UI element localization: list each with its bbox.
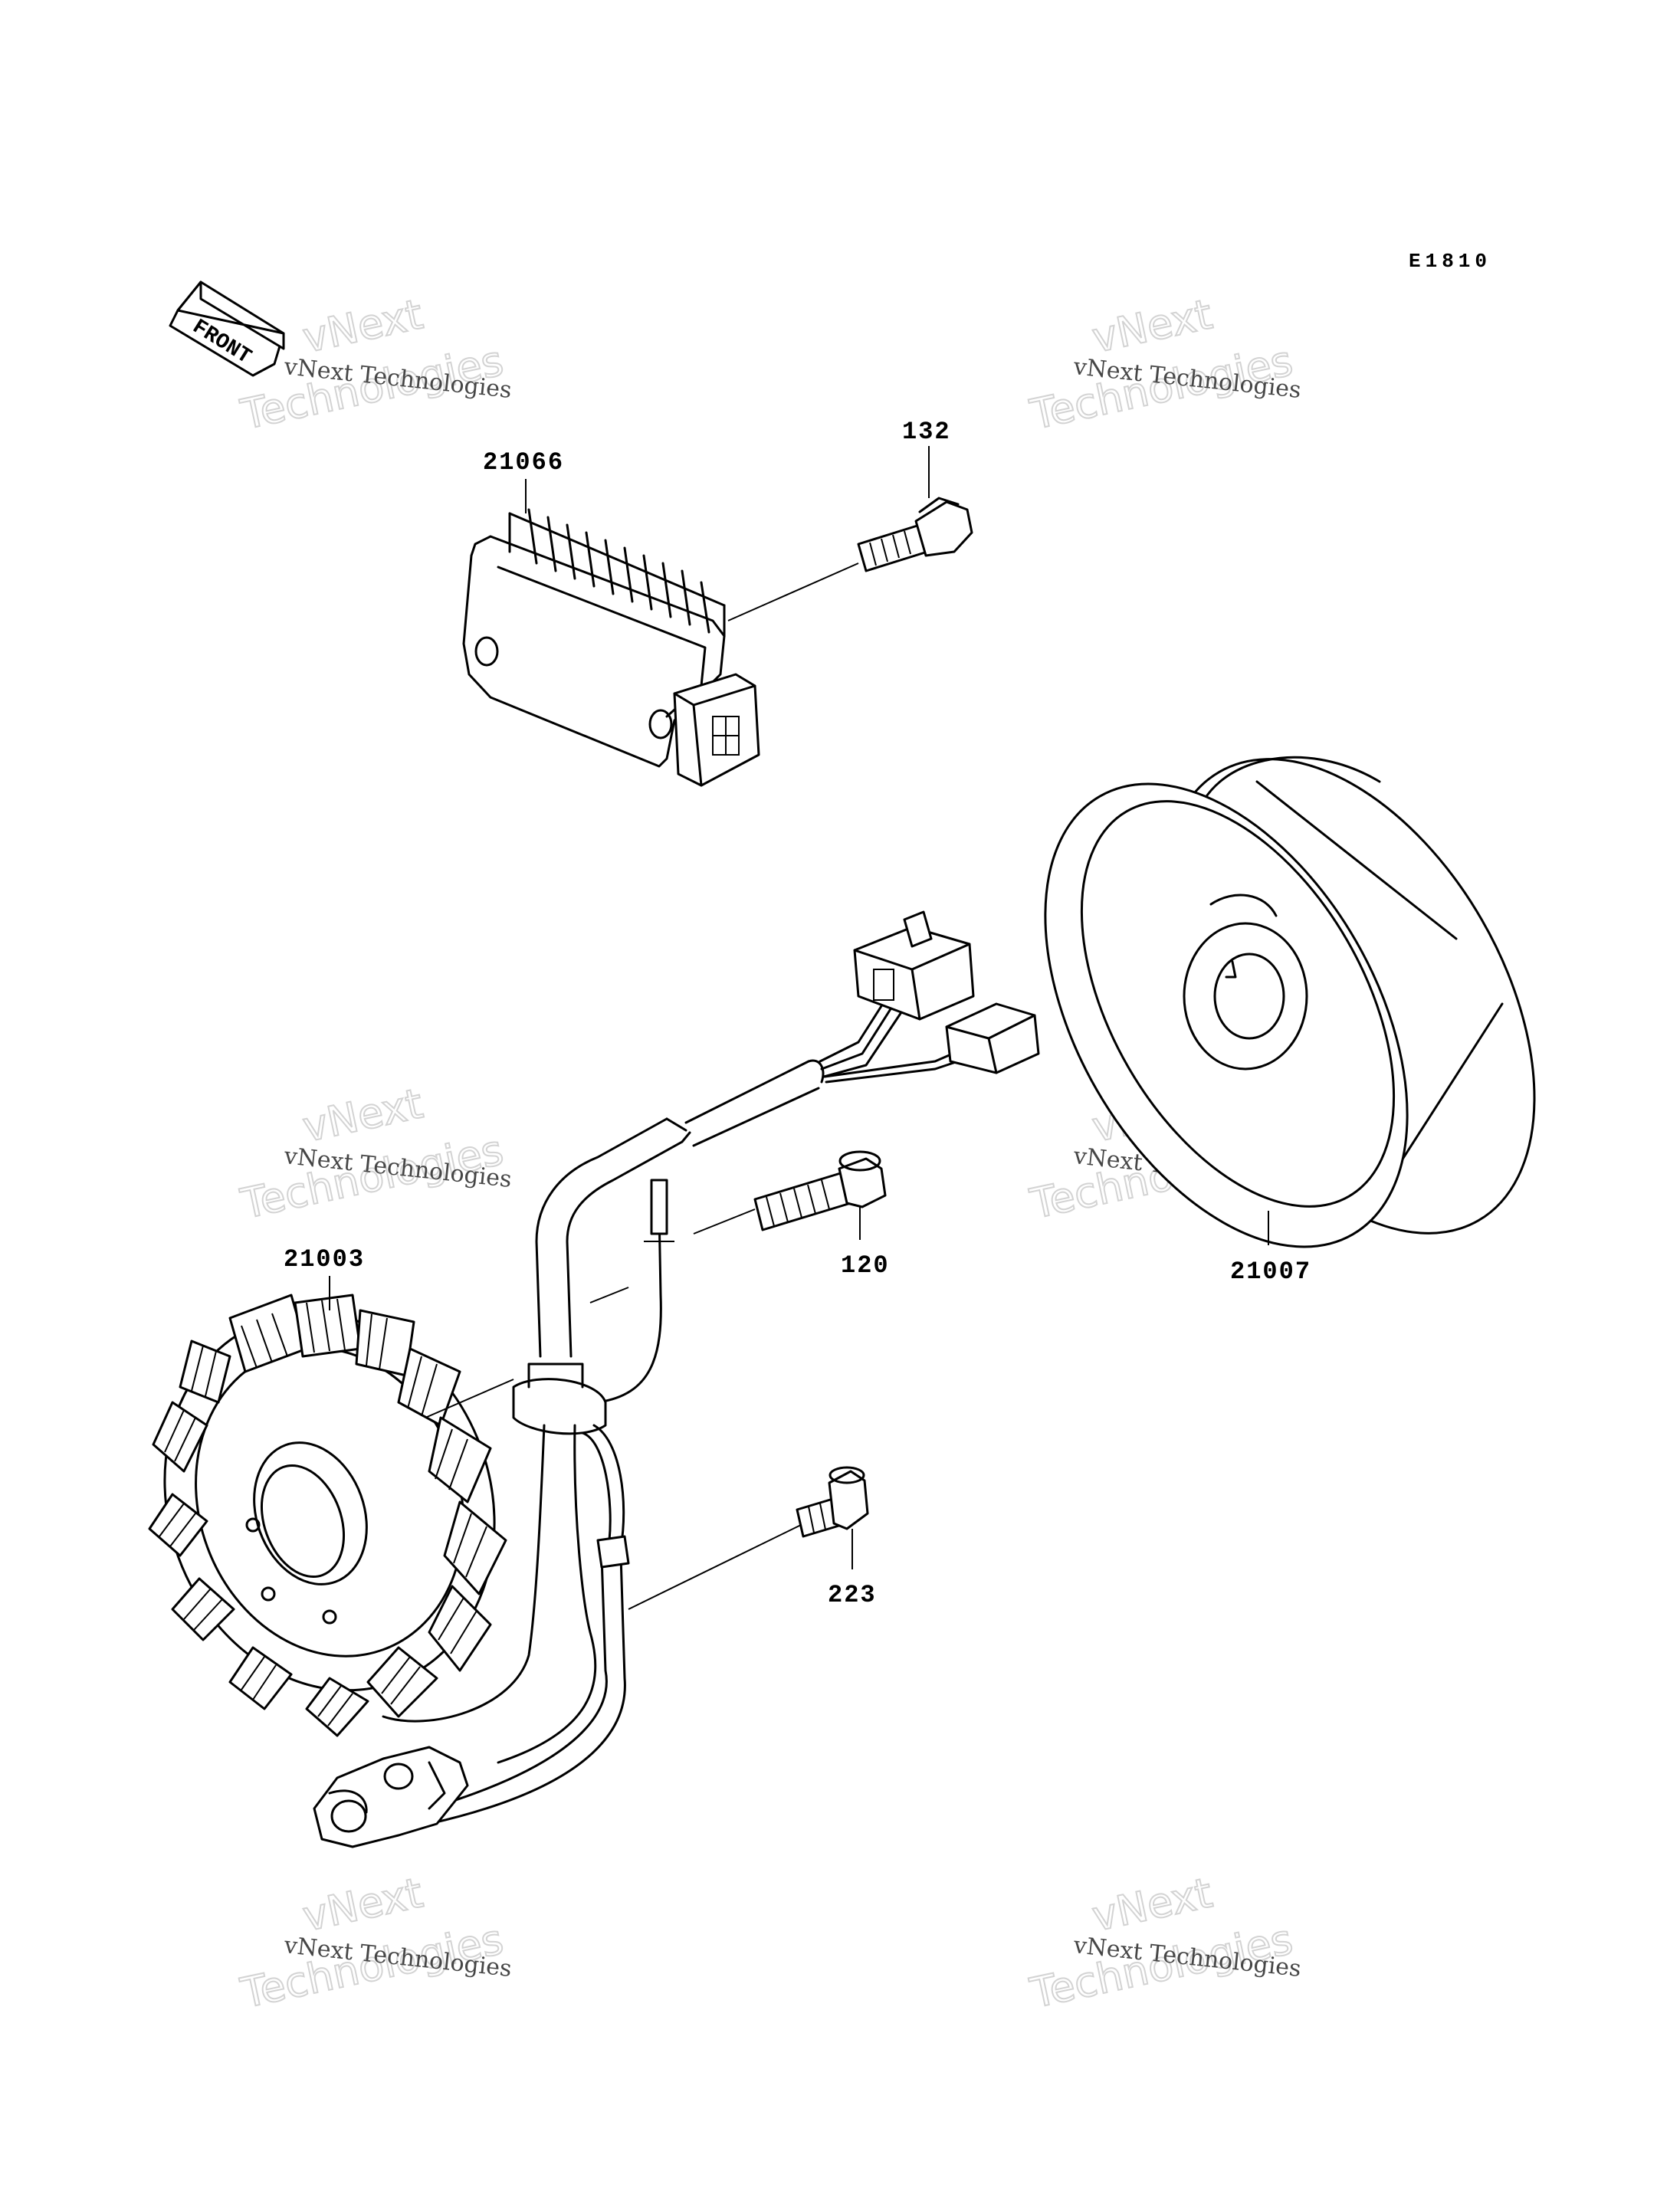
part-label-120: 120 [841,1251,890,1280]
part-label-223: 223 [828,1581,877,1609]
watermark-top-left: vNext Technologies vNext Technologies [236,289,514,440]
part-21007-rotor[interactable] [970,695,1611,1309]
wiring-harness[interactable] [382,910,1040,1825]
svg-text:vNext: vNext [1088,290,1216,362]
watermark-bottom-right: vNext Technologies vNext Technologies [1025,1867,1303,2018]
svg-text:vNext: vNext [299,1868,427,1940]
watermark-top-right: vNext Technologies vNext Technologies [1025,289,1303,440]
ground-terminal[interactable] [313,1746,469,1848]
part-label-21066: 21066 [483,448,564,477]
front-arrow-icon: FRONT [169,280,285,377]
watermark-mid-left: vNext Technologies vNext Technologies [236,1078,514,1229]
part-132-bolt[interactable] [857,497,973,572]
part-label-21007: 21007 [1230,1258,1311,1286]
diagram-code: E1810 [1409,250,1491,273]
part-label-21003: 21003 [284,1245,365,1274]
part-223-screw[interactable] [796,1466,869,1538]
svg-text:vNext: vNext [299,290,427,362]
part-21066-regulator[interactable] [462,508,859,787]
svg-text:vNext: vNext [299,1079,427,1151]
svg-text:vNext: vNext [1088,1868,1216,1940]
part-label-132: 132 [902,418,951,446]
part-21003-stator[interactable] [113,1267,546,1737]
watermark-bottom-left: vNext Technologies vNext Technologies [236,1867,514,2018]
part-120-bolt[interactable] [753,1150,887,1231]
